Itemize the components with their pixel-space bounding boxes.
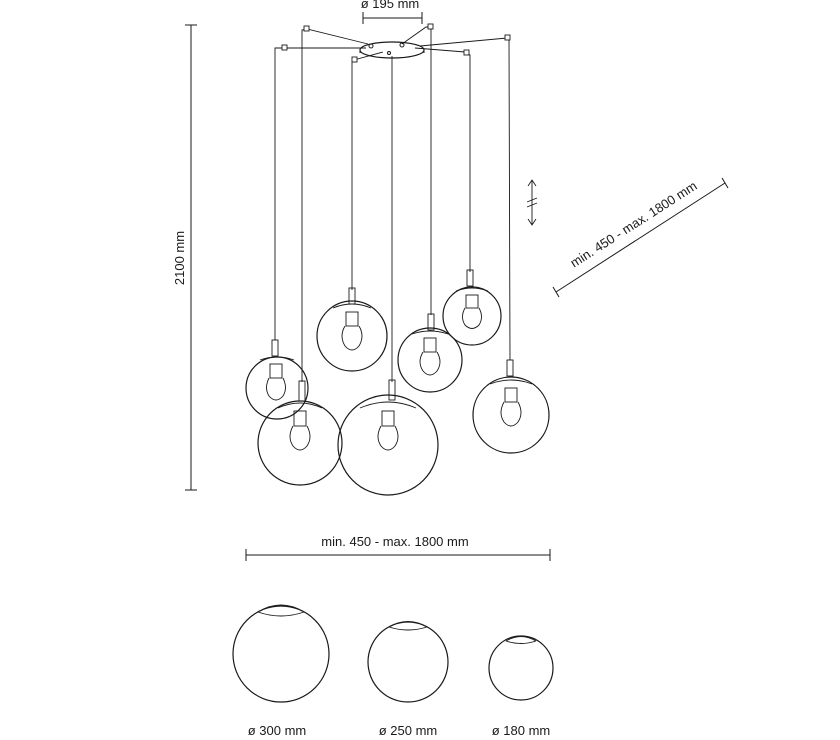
globe-size-legend (232, 604, 554, 703)
globe-left-back (245, 339, 309, 420)
total-height-label: 2100 mm (172, 231, 187, 285)
globe-top-middle-left (316, 287, 388, 372)
horizontal-cable-label: min. 450 - max. 1800 mm (321, 534, 468, 549)
globe-bottom-left (257, 380, 343, 486)
globe-size-180 (488, 635, 554, 701)
cable-anchors (281, 23, 511, 63)
total-height-dimension: 2100 mm (172, 24, 197, 491)
diagonal-cable-dimension: min. 450 - max. 1800 mm (552, 177, 729, 298)
adjustable-length-icon (526, 179, 538, 226)
diagonal-cable-label: min. 450 - max. 1800 mm (568, 178, 700, 270)
globe-top-right (442, 269, 502, 346)
pendant-globes (245, 269, 550, 496)
globe-size-300 (232, 604, 330, 703)
globe-size-180-label: ø 180 mm (492, 723, 551, 738)
suspension-cables (274, 26, 511, 382)
globe-size-250 (367, 621, 449, 703)
globe-far-right (472, 359, 550, 454)
canopy-diameter-label: ø 195 mm (361, 0, 420, 11)
globe-size-300-label: ø 300 mm (248, 723, 307, 738)
canopy-diameter-dimension: ø 195 mm (361, 0, 423, 24)
globe-middle-right (397, 313, 463, 393)
horizontal-cable-dimension: min. 450 - max. 1800 mm (245, 534, 551, 561)
globe-bottom-middle (337, 379, 439, 496)
globe-size-250-label: ø 250 mm (379, 723, 438, 738)
